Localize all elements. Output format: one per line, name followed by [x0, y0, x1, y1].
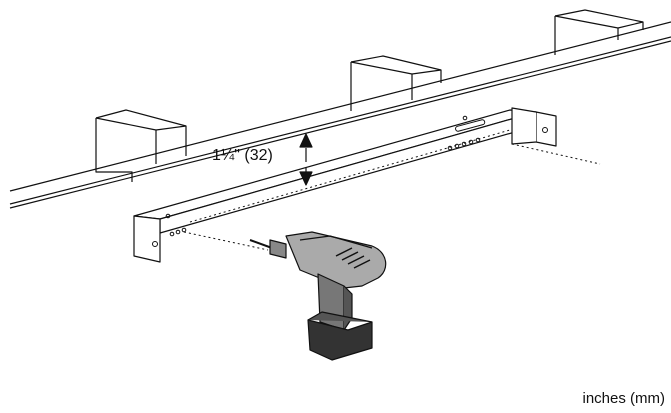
joist-block-right — [554, 9, 644, 55]
joist-block-middle — [350, 55, 442, 111]
drill-icon — [249, 231, 387, 361]
dimension-arrows — [299, 133, 313, 186]
ceiling-edge — [9, 21, 671, 209]
units-label: inches (mm) — [582, 390, 665, 407]
dimension-label: 1¼" (32) — [212, 147, 273, 164]
alignment-dashes — [183, 129, 601, 251]
mounting-bracket — [133, 107, 557, 263]
